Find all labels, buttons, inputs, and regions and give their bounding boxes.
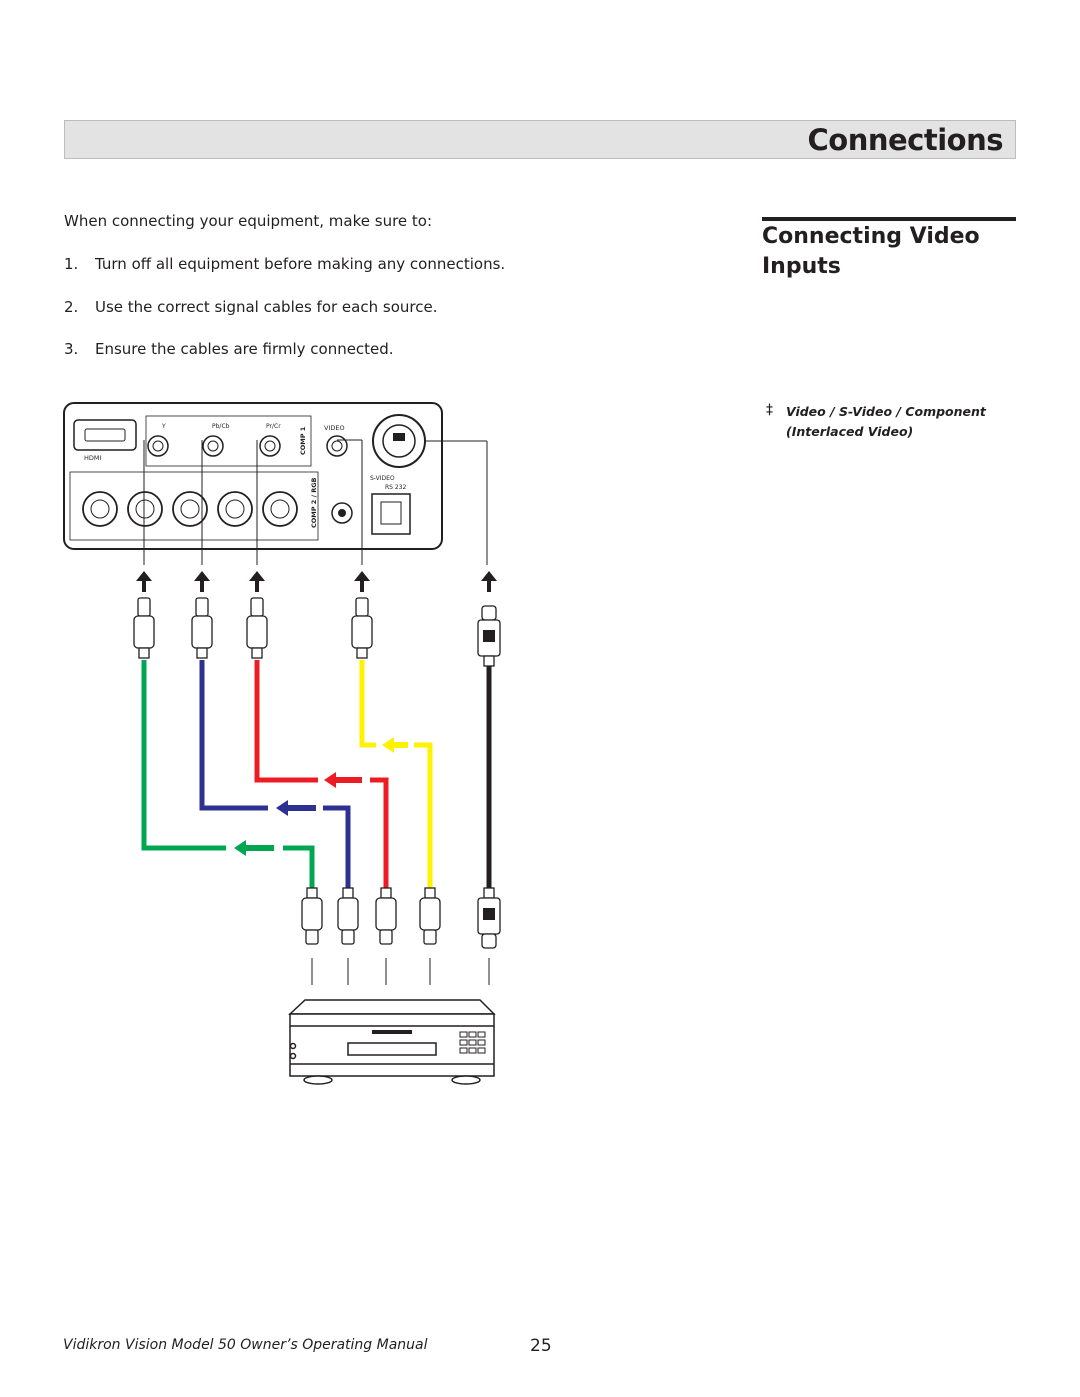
comp1-frame [145, 415, 312, 467]
bnc-b [172, 491, 208, 527]
video-label: VIDEO [324, 424, 345, 432]
hdmi-label: HDMI [84, 454, 102, 462]
step-number: 3. [64, 340, 79, 358]
step-text: Ensure the cables are firmly connected. [95, 340, 394, 358]
y-jack [147, 435, 169, 457]
list-item: 3. Ensure the cables are firmly connected… [64, 340, 505, 383]
note-text: Video / S-Video / Component (Interlaced … [786, 402, 986, 442]
page-number: 25 [530, 1336, 552, 1356]
header-bar: Connections [64, 120, 1016, 159]
connection-diagram: HDMI Y Pb/Cb Pr/Cr COMP 1 VIDEO S-VIDEO … [63, 402, 501, 1085]
rs232-port [371, 493, 411, 535]
green-cable [141, 660, 226, 851]
bnc-h [217, 491, 253, 527]
note: ‡ Video / S-Video / Component (Interlace… [766, 402, 986, 442]
bnc-v [262, 491, 298, 527]
y-label: Y [161, 423, 166, 430]
pb-jack [202, 435, 224, 457]
pr-label: Pr/Cr [266, 423, 281, 430]
section-rule [762, 217, 1016, 221]
bnc-g [127, 491, 163, 527]
intro-text: When connecting your equipment, make sur… [64, 212, 433, 230]
red-cable [254, 660, 318, 783]
dagger-icon: ‡ [766, 402, 773, 418]
blue-cable [199, 660, 268, 811]
svideo-label: S-VIDEO [370, 475, 395, 482]
footer-manual-title: Vidikron Vision Model 50 Owner’s Operati… [63, 1337, 428, 1353]
bnc-r [82, 491, 118, 527]
comp2-label: COMP 2 / RGB [310, 477, 318, 528]
steps-list: 1. Turn off all equipment before making a… [64, 255, 505, 383]
hdmi-port [73, 419, 137, 451]
step-text: Use the correct signal cables for each s… [95, 297, 438, 316]
rs232-label: RS 232 [385, 484, 407, 491]
page-title: Connections [807, 123, 1004, 157]
dvd-player [288, 999, 496, 1085]
video-jack [326, 435, 348, 457]
yellow-cable [359, 660, 376, 748]
step-number: 1. [64, 255, 79, 273]
list-item: 2. Use the correct signal cables for each… [64, 298, 505, 341]
note-line-1: Video / S-Video / Component [786, 404, 986, 419]
list-item: 1. Turn off all equipment before making a… [64, 255, 505, 298]
step-number: 2. [64, 297, 79, 316]
pb-label: Pb/Cb [212, 423, 230, 430]
note-line-2: (Interlaced Video) [786, 424, 914, 439]
step-text: Turn off all equipment before making any… [95, 255, 506, 273]
pr-jack [259, 435, 281, 457]
comp2-frame [69, 471, 319, 541]
section-title: Connecting Video Inputs [762, 224, 980, 279]
comp1-label: COMP 1 [299, 426, 307, 455]
